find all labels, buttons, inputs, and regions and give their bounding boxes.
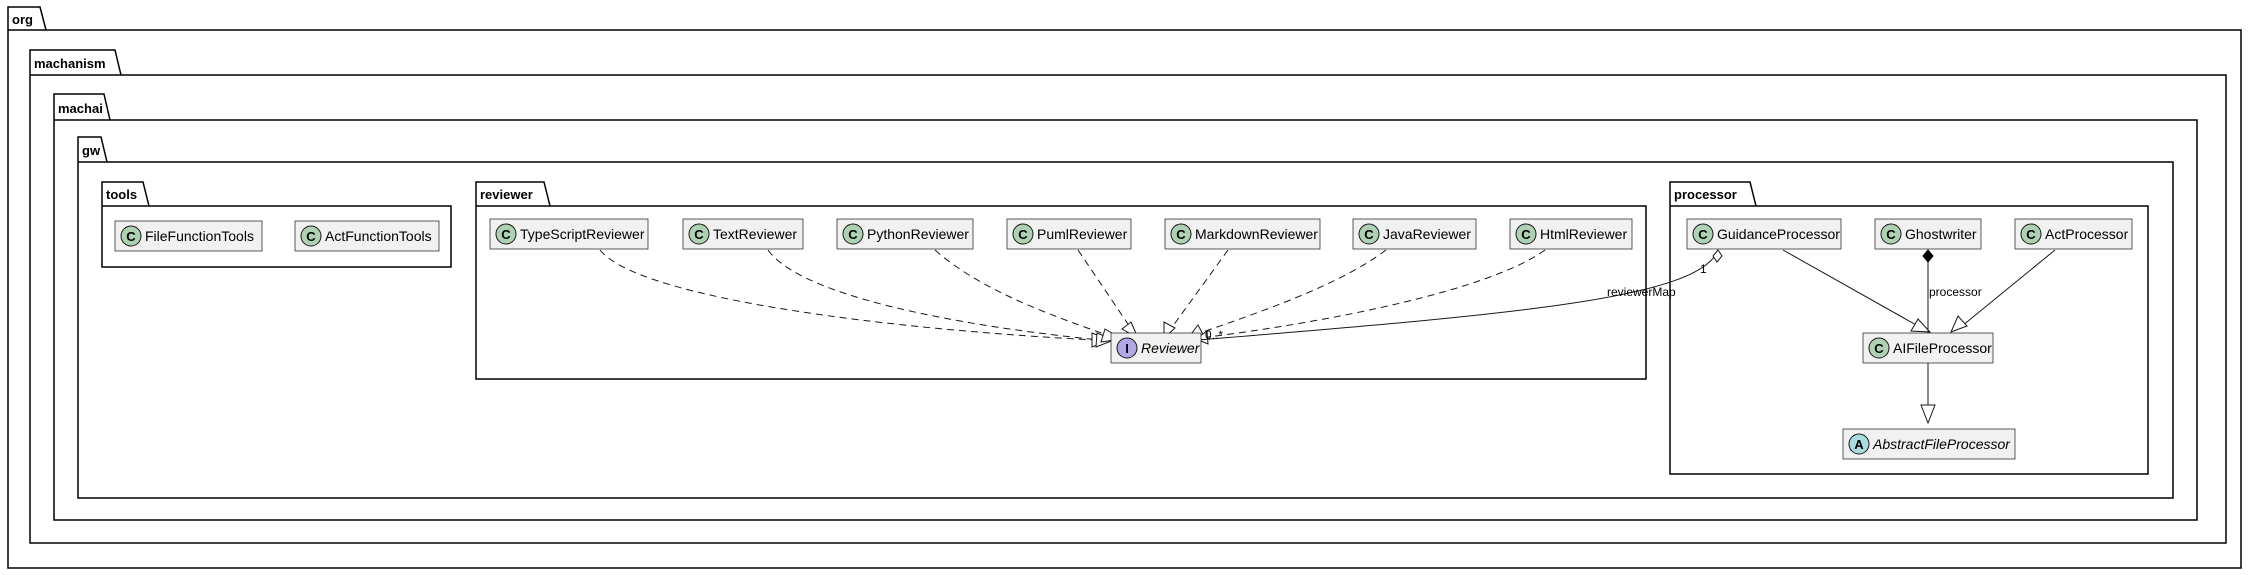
class-stereotype-letter: C	[1364, 227, 1374, 242]
package-reviewer-label: reviewer	[480, 187, 533, 202]
reviewer-map-role-label: reviewerMap	[1607, 285, 1676, 299]
abstract-stereotype-letter: A	[1854, 437, 1864, 452]
class-stereotype-icon	[1880, 223, 1902, 245]
class-puml-reviewer[interactable]: C PumlReviewer	[1006, 218, 1132, 250]
edge-act-processor-extends-ai-file-processor	[1961, 249, 2056, 327]
class-name: PumlReviewer	[1037, 226, 1128, 242]
class-text-reviewer[interactable]: C TextReviewer	[682, 218, 804, 250]
edge-python-reviewer-realizes-reviewer	[934, 249, 1111, 337]
package-gw-label: gw	[82, 143, 101, 158]
interface-stereotype-icon	[1116, 337, 1138, 359]
edge-html-reviewer-realizes-reviewer	[1199, 249, 1546, 339]
class-stereotype-icon	[120, 225, 142, 247]
class-stereotype-letter: C	[2026, 227, 2036, 242]
class-ai-file-processor[interactable]: C AIFileProcessor	[1862, 332, 1994, 364]
class-stereotype-icon	[1692, 223, 1714, 245]
class-markdown-reviewer[interactable]: C MarkdownReviewer	[1164, 218, 1321, 250]
arrowhead-act-generalization	[1950, 315, 1968, 333]
arrowhead-guidance-generalization	[1910, 318, 1932, 333]
class-name: TextReviewer	[713, 226, 797, 242]
class-name: Ghostwriter	[1905, 226, 1977, 242]
class-act-processor[interactable]: C ActProcessor	[2014, 218, 2133, 250]
class-name: HtmlReviewer	[1540, 226, 1627, 242]
class-name: PythonReviewer	[867, 226, 969, 242]
interface-reviewer[interactable]: I Reviewer	[1110, 332, 1202, 364]
arrowhead-abstract-generalization	[1920, 404, 1936, 425]
class-name: ActFunctionTools	[325, 228, 432, 244]
package-machanism-label: machanism	[34, 56, 106, 71]
composition-diamond	[1922, 249, 1934, 263]
class-stereotype-letter: C	[1874, 341, 1884, 356]
class-stereotype-icon	[2020, 223, 2042, 245]
class-stereotype-icon	[300, 225, 322, 247]
package-processor: processor	[1669, 181, 2149, 475]
class-stereotype-icon	[1868, 337, 1890, 359]
class-stereotype-letter: C	[1886, 227, 1896, 242]
interface-name: Reviewer	[1141, 340, 1201, 356]
class-stereotype-icon	[1358, 223, 1380, 245]
class-act-function-tools[interactable]: C ActFunctionTools	[294, 220, 440, 252]
package-machai-label: machai	[58, 101, 103, 116]
edge-reviewer-map-aggregation	[1197, 249, 1719, 341]
arrowhead-html-reviewer	[1194, 330, 1209, 345]
class-name: GuidanceProcessor	[1717, 226, 1840, 242]
class-python-reviewer[interactable]: C PythonReviewer	[836, 218, 974, 250]
class-name: JavaReviewer	[1383, 226, 1471, 242]
reviewer-map-source-multiplicity: 1	[1700, 262, 1707, 276]
class-stereotype-letter: C	[1018, 227, 1028, 242]
package-tools-label: tools	[106, 187, 137, 202]
class-stereotype-icon	[1170, 223, 1192, 245]
class-name: ActProcessor	[2045, 226, 2129, 242]
class-stereotype-letter: C	[848, 227, 858, 242]
package-org-label: org	[12, 12, 33, 27]
abstract-class-name: AbstractFileProcessor	[1872, 436, 2011, 452]
edge-guidance-processor-extends-ai-file-processor	[1782, 249, 1919, 327]
class-stereotype-icon	[1012, 223, 1034, 245]
edge-text-reviewer-realizes-reviewer	[767, 249, 1101, 341]
class-stereotype-icon	[688, 223, 710, 245]
edge-typescript-reviewer-realizes-reviewer	[599, 249, 1096, 341]
class-java-reviewer[interactable]: C JavaReviewer	[1352, 218, 1477, 250]
abstract-stereotype-icon	[1848, 433, 1870, 455]
class-stereotype-letter: C	[694, 227, 704, 242]
abstract-class-abstract-file-processor[interactable]: A AbstractFileProcessor	[1842, 428, 2016, 460]
class-stereotype-icon	[1515, 223, 1537, 245]
class-stereotype-letter: C	[126, 229, 136, 244]
class-name: MarkdownReviewer	[1195, 226, 1318, 242]
class-guidance-processor[interactable]: C GuidanceProcessor	[1686, 218, 1842, 250]
package-reviewer: reviewer	[475, 181, 1647, 380]
package-processor-label: processor	[1674, 187, 1737, 202]
class-html-reviewer[interactable]: C HtmlReviewer	[1509, 218, 1633, 250]
class-file-function-tools[interactable]: C FileFunctionTools	[114, 220, 263, 252]
class-name: TypeScriptReviewer	[520, 226, 645, 242]
aggregation-diamond	[1712, 249, 1723, 263]
edge-markdown-reviewer-realizes-reviewer	[1169, 249, 1229, 331]
class-name: AIFileProcessor	[1893, 340, 1992, 356]
edge-puml-reviewer-realizes-reviewer	[1077, 249, 1133, 331]
class-stereotype-letter: C	[1176, 227, 1186, 242]
class-typescript-reviewer[interactable]: C TypeScriptReviewer	[489, 218, 649, 250]
class-ghostwriter[interactable]: C Ghostwriter	[1874, 218, 1982, 250]
interface-stereotype-letter: I	[1125, 341, 1129, 356]
edge-java-reviewer-realizes-reviewer	[1199, 249, 1387, 334]
processor-role-label: processor	[1929, 285, 1982, 299]
class-stereotype-letter: C	[1521, 227, 1531, 242]
class-stereotype-letter: C	[1698, 227, 1708, 242]
class-stereotype-icon	[842, 223, 864, 245]
reviewer-map-target-multiplicity: 0..*	[1205, 328, 1223, 342]
class-stereotype-letter: C	[501, 227, 511, 242]
class-stereotype-icon	[495, 223, 517, 245]
class-name: FileFunctionTools	[145, 228, 254, 244]
class-stereotype-letter: C	[306, 229, 316, 244]
